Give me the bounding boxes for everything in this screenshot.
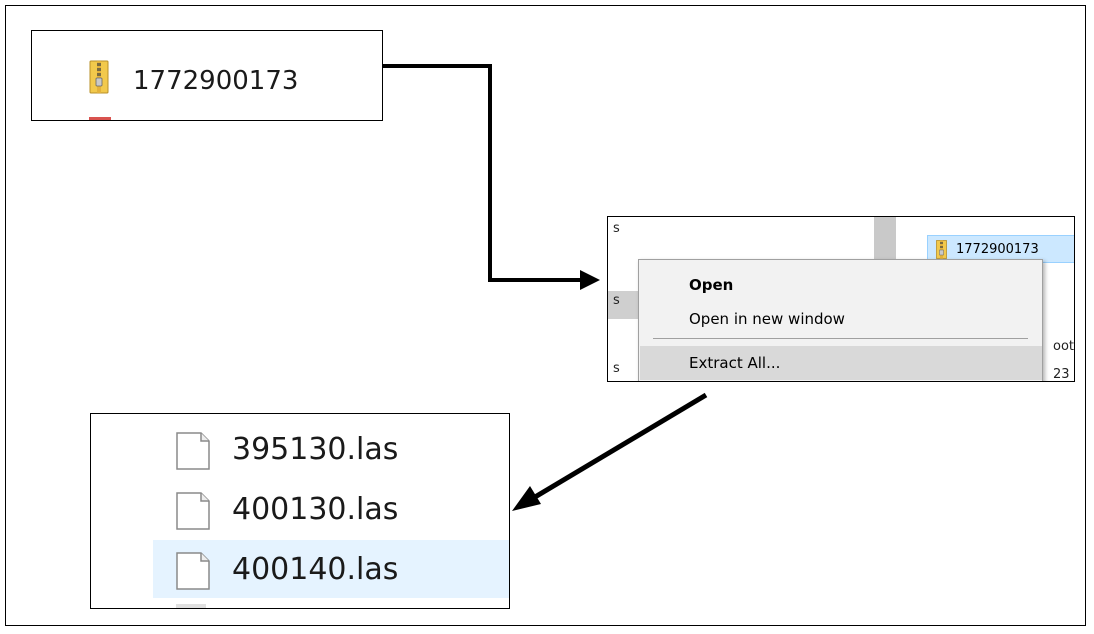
right-edge-text: 23	[1053, 367, 1070, 382]
left-edge-text: s	[613, 361, 620, 376]
next-item-peek	[89, 117, 111, 120]
file-name: 400140.las	[232, 552, 399, 587]
zip-archive-panel: 1772900173	[31, 30, 383, 121]
extracted-files-panel: 395130.las 400130.las 400140.las	[90, 413, 510, 609]
left-selected-band	[608, 291, 638, 319]
scrollbar-thumb[interactable]	[874, 217, 896, 265]
selected-zip-name: 1772900173	[956, 242, 1039, 257]
menu-item-extract-all[interactable]: Extract All...	[689, 354, 781, 372]
menu-item-open-new-window[interactable]: Open in new window	[689, 310, 845, 328]
left-edge-text: s	[613, 221, 620, 236]
left-edge-text: s	[613, 293, 620, 308]
menu-separator	[653, 338, 1028, 339]
file-name: 400130.las	[232, 492, 399, 527]
context-menu-panel: s s s 1772900173 oot 23 Open Open in new…	[607, 216, 1075, 382]
context-menu: Open Open in new window Extract All...	[638, 259, 1043, 381]
file-row-selected[interactable]: 400140.las	[153, 540, 509, 598]
outer-frame	[5, 5, 1086, 626]
right-edge-text: oot	[1053, 339, 1075, 354]
file-name: 395130.las	[232, 432, 399, 467]
zip-folder-icon	[89, 60, 109, 94]
file-row[interactable]: 395130.las	[153, 420, 509, 478]
menu-item-open[interactable]: Open	[689, 276, 734, 294]
zip-file-name[interactable]: 1772900173	[133, 66, 299, 96]
document-icon	[176, 552, 210, 590]
zip-folder-icon	[936, 240, 947, 259]
next-item-peek	[176, 604, 206, 608]
document-icon	[176, 432, 210, 470]
menu-hover-highlight	[640, 346, 1042, 380]
document-icon	[176, 492, 210, 530]
file-row[interactable]: 400130.las	[153, 480, 509, 538]
